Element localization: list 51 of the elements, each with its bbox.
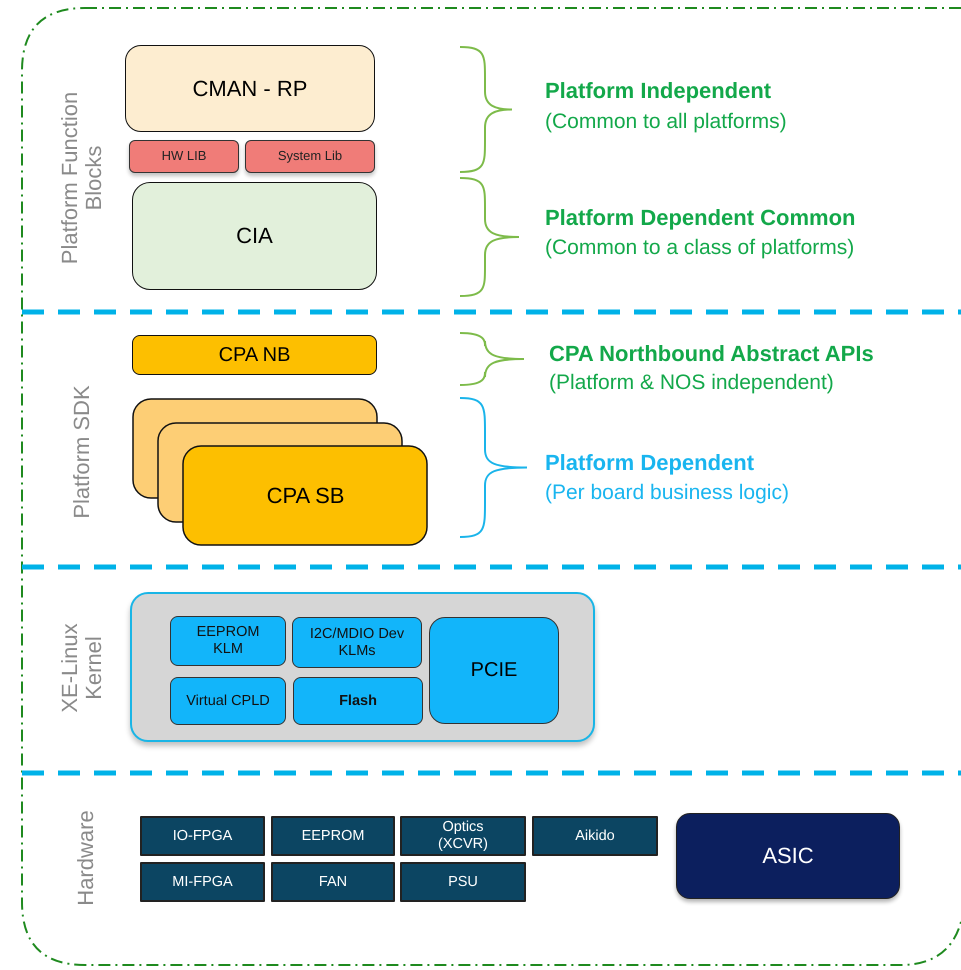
node-label: CMAN - RP	[192, 76, 308, 102]
layer-label: Platform SDK	[68, 384, 95, 521]
layer-heading: CPA Northbound Abstract APIs	[549, 341, 874, 367]
node-label: IO-FPGA	[172, 828, 234, 844]
layer-description: (Common to a class of platforms)	[545, 235, 854, 261]
node-label: EEPROM KLM	[196, 624, 260, 658]
layer-heading: Platform Dependent	[545, 450, 754, 476]
hardware-box	[400, 862, 526, 902]
node-label: I2C/MDIO Dev KLMs	[308, 626, 406, 660]
module-box	[170, 677, 286, 725]
stacked-component-cards	[132, 398, 429, 547]
layer-description: (Common to all platforms)	[545, 109, 787, 135]
node-label: PSU	[447, 874, 479, 890]
kernel-panel	[130, 592, 595, 742]
layer-label: Hardware	[72, 809, 99, 908]
node-label: Optics (XCVR)	[437, 819, 489, 853]
node-label: PCIE	[470, 659, 518, 682]
node-label: EEPROM	[300, 828, 366, 844]
layer-description: (Platform & NOS independent)	[549, 370, 834, 396]
library-box	[129, 140, 239, 173]
module-box	[292, 617, 422, 668]
layer-description: (Per board business logic)	[545, 480, 789, 506]
hardware-box	[140, 862, 265, 902]
node-label: Flash	[338, 692, 378, 710]
hardware-box	[140, 816, 265, 856]
node-label: CPA SB	[266, 483, 344, 509]
component-box	[125, 45, 375, 132]
hardware-box	[532, 816, 658, 856]
hardware-box	[400, 816, 526, 856]
module-box	[429, 617, 559, 724]
library-box	[245, 140, 375, 173]
layer-label: XE-Linux Kernel	[57, 622, 107, 715]
node-label: CPA NB	[218, 344, 290, 366]
hardware-box	[271, 816, 395, 856]
module-box	[170, 616, 286, 666]
node-label: HW LIB	[160, 149, 208, 164]
layer-heading: Platform Dependent Common	[545, 205, 856, 231]
node-label: MI-FPGA	[171, 874, 234, 890]
hardware-box	[271, 862, 395, 902]
component-box	[132, 182, 377, 290]
node-label: CIA	[236, 223, 273, 249]
module-box	[293, 677, 423, 725]
node-label: Virtual CPLD	[185, 692, 271, 710]
hardware-box	[676, 813, 900, 899]
node-label: FAN	[318, 874, 348, 890]
layer-heading: Platform Independent	[545, 78, 772, 104]
node-label: ASIC	[762, 843, 814, 869]
component-box	[132, 335, 377, 375]
layer-label: Platform Function Blocks	[57, 90, 107, 266]
node-label: System Lib	[276, 149, 344, 164]
node-label: Aikido	[574, 828, 616, 844]
